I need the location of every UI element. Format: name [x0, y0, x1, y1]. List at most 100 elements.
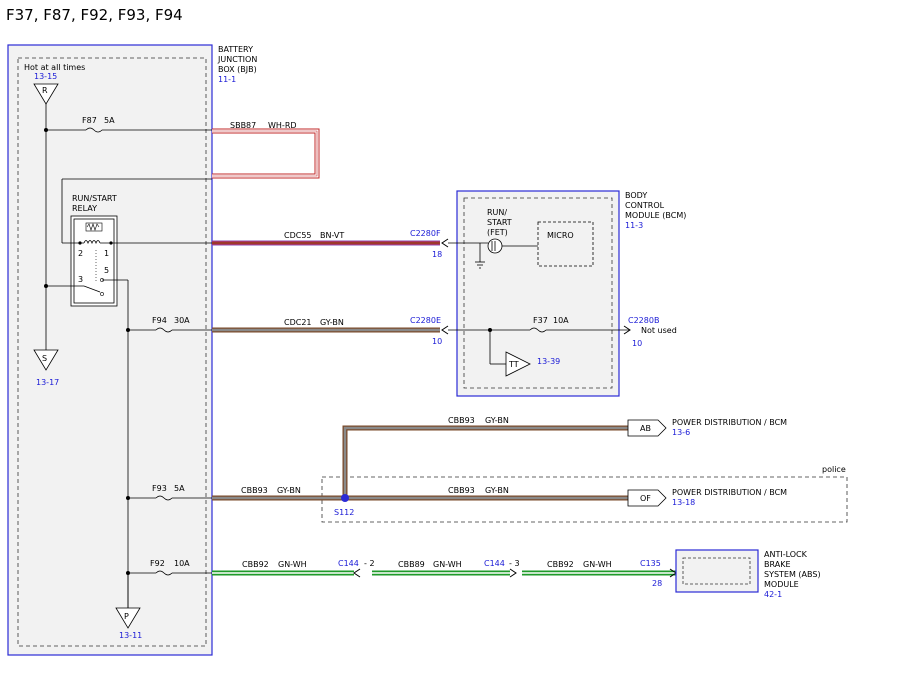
c144b-pin: - 3 [509, 559, 520, 568]
bjb-inner-dashed [17, 57, 207, 647]
wire-cdc55-circuit: CDC55 [284, 231, 312, 240]
splice-s112 [341, 494, 349, 502]
hot-ref: 13-15 [34, 72, 57, 81]
connector-p-ref: 13-11 [119, 631, 142, 640]
offpage-ab-label: POWER DISTRIBUTION / BCM [672, 418, 787, 427]
wire-cbb89-color: GN-WH [433, 560, 462, 569]
c144a-pin: - 2 [364, 559, 375, 568]
relay-pin-3: 3 [78, 275, 83, 284]
fuse-f94-symbol [155, 327, 173, 333]
not-used-label: Not used [641, 326, 677, 335]
bcm-box [456, 190, 620, 397]
bcm-name-2: CONTROL [625, 201, 665, 210]
wire-cbb93-up-color: GY-BN [485, 416, 509, 425]
fuse-f93-id: F93 [152, 484, 167, 493]
wire-cbb93-left-circuit: CBB93 [241, 486, 268, 495]
c2280f-label: C2280F [410, 229, 441, 238]
bjb-name-1: BATTERY [218, 45, 253, 54]
offpage-of-tag [627, 489, 667, 507]
fuse-f94-rating: 30A [174, 316, 190, 325]
abs-name-3: SYSTEM (ABS) [764, 570, 821, 579]
c144a-label: C144 [338, 559, 359, 568]
wire-cbb92-right-color: GN-WH [583, 560, 612, 569]
c2280b-pin: 10 [632, 339, 642, 348]
wire-cbb93-up-circuit: CBB93 [448, 416, 475, 425]
bjb-name-3: BOX (BJB) [218, 65, 257, 74]
wire-cdc21-circuit: CDC21 [284, 318, 312, 327]
relay-name-1: RUN/START [72, 194, 117, 203]
wire-cbb92-left-color: GN-WH [278, 560, 307, 569]
wire-sbb87-circuit: SBB87 [230, 121, 256, 130]
fuse-f87-rating: 5A [104, 116, 115, 125]
hot-label: Hot at all times [24, 63, 85, 72]
offpage-of-ref: 13-18 [672, 498, 695, 507]
abs-name-1: ANTI-LOCK [764, 550, 808, 559]
fuse-f92-rating: 10A [174, 559, 190, 568]
c135-pin: 28 [652, 579, 662, 588]
relay-coil-icon [83, 240, 101, 245]
fuse-f94-id: F94 [152, 316, 167, 325]
fet-label-1: RUN/ [487, 208, 507, 217]
wire-cdc55-color: BN-VT [320, 231, 344, 240]
wire-sbb87 [212, 128, 320, 179]
c2280f-pin: 18 [432, 250, 442, 259]
c2280b-label: C2280B [628, 316, 659, 325]
micro-label: MICRO [547, 231, 574, 240]
c144b-label: C144 [484, 559, 505, 568]
c2280e-label: C2280E [410, 316, 441, 325]
bcm-name-1: BODY [625, 191, 647, 200]
bcm-inner-dashed [463, 197, 613, 389]
relay-box [70, 215, 118, 307]
fuse-f92-id: F92 [150, 559, 165, 568]
connector-s-label: S [42, 354, 47, 363]
connector-p-label: P [124, 612, 129, 621]
abs-name-2: BRAKE [764, 560, 791, 569]
wire-cbb92-left-circuit: CBB92 [242, 560, 269, 569]
offpage-ab-tag-label: AB [640, 424, 651, 433]
connector-s-ref: 13-17 [36, 378, 59, 387]
bcm-name-3: MODULE (BCM) [625, 211, 686, 220]
wire-cdc21-color: GY-BN [320, 318, 344, 327]
relay-pin-2: 2 [78, 249, 83, 258]
abs-box [675, 549, 759, 593]
fuse-f37-symbol [529, 327, 547, 333]
wire-cbb89-circuit: CBB89 [398, 560, 425, 569]
offpage-of-tag-label: OF [640, 494, 651, 503]
tt-ref: 13-39 [537, 357, 560, 366]
fuse-f93-symbol [155, 495, 173, 501]
bcm-ref: 11-3 [625, 221, 643, 230]
wire-cbb93-right-circuit: CBB93 [448, 486, 475, 495]
fuse-f37-id: F37 [533, 316, 548, 325]
police-label: police [822, 465, 846, 474]
tt-amplifier-icon [505, 351, 531, 377]
ground-icon [475, 261, 485, 269]
fuse-f87-id: F87 [82, 116, 97, 125]
c2280e-pin: 10 [432, 337, 442, 346]
fuse-f37-rating: 10A [553, 316, 569, 325]
relay-pin-1: 1 [104, 249, 109, 258]
fet-label-2: START [487, 218, 512, 227]
connector-s-triangle [33, 349, 59, 371]
c135-label: C135 [640, 559, 661, 568]
wire-cbb93-left-color: GY-BN [277, 486, 301, 495]
connector-p-triangle [115, 607, 141, 629]
offpage-of-label: POWER DISTRIBUTION / BCM [672, 488, 787, 497]
splice-s112-label: S112 [334, 508, 354, 517]
bjb-name-2: JUNCTION [217, 55, 257, 64]
wire-cbb92-right-circuit: CBB92 [547, 560, 574, 569]
fuse-f93-rating: 5A [174, 484, 185, 493]
offpage-ab-ref: 13-6 [672, 428, 690, 437]
offpage-ab-tag [627, 419, 667, 437]
diagram-title: F37, F87, F92, F93, F94 [6, 6, 183, 24]
fuse-f92-symbol [155, 570, 173, 576]
relay-coil-resistor-icon [85, 222, 103, 232]
wire-sbb87-color: WH-RD [268, 121, 297, 130]
abs-ref: 42-1 [764, 590, 782, 599]
fuse-f87-symbol [85, 127, 103, 133]
connector-r-triangle [33, 83, 59, 105]
relay-name-2: RELAY [72, 204, 97, 213]
wire-cbb93-up [342, 425, 628, 498]
tt-label: TT [508, 360, 519, 369]
relay-pin-5: 5 [104, 266, 109, 275]
